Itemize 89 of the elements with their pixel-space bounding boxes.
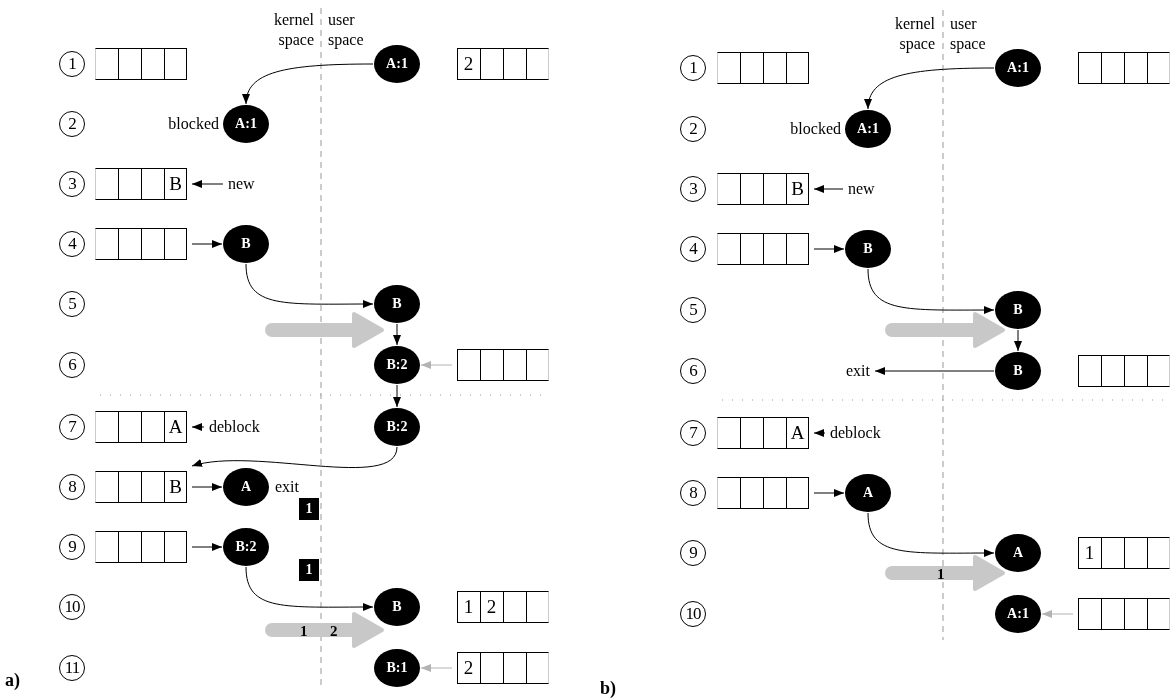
counter-marker: 1 xyxy=(299,498,319,520)
queue-entry: 1 xyxy=(1083,541,1096,565)
thread-ellipse: A:1 xyxy=(374,45,420,83)
region-label: kernel space xyxy=(894,14,935,54)
arrow xyxy=(393,323,401,346)
thread-ellipse: B xyxy=(845,230,891,268)
arrow xyxy=(245,566,374,612)
arrow xyxy=(191,423,205,431)
arrow-label: 1 xyxy=(937,565,945,584)
arrow xyxy=(191,543,223,551)
queue-box xyxy=(717,417,809,449)
arrow xyxy=(191,180,224,188)
queue-box xyxy=(95,531,187,563)
arrow-label: 1 xyxy=(300,622,308,641)
queue-box xyxy=(717,52,809,84)
queue-box xyxy=(717,173,809,205)
node-caption: blocked xyxy=(790,119,841,139)
arrow xyxy=(420,664,453,672)
thread-ellipse: A xyxy=(845,474,891,512)
queue-box xyxy=(95,48,187,80)
queue-box xyxy=(717,233,809,265)
thread-ellipse: B:1 xyxy=(374,649,420,687)
arrow xyxy=(865,67,995,110)
queue-box xyxy=(95,168,187,200)
counter-marker: 1 xyxy=(299,559,319,581)
queue-box xyxy=(457,652,549,684)
queue-box xyxy=(457,591,549,623)
thread-ellipse: A:1 xyxy=(995,49,1041,87)
queue-entry: B xyxy=(790,177,805,201)
thread-ellipse: A:1 xyxy=(223,105,269,143)
arrow xyxy=(813,185,844,193)
event-label: deblock xyxy=(209,417,260,437)
thread-ellipse: A:1 xyxy=(995,595,1041,633)
arrow xyxy=(813,429,826,437)
event-label: new xyxy=(848,179,875,199)
panel-label: b) xyxy=(600,678,616,698)
queue-box xyxy=(95,471,187,503)
queue-entry: 2 xyxy=(462,656,475,680)
queue-box xyxy=(1078,52,1170,84)
arrow xyxy=(191,240,223,248)
queue-box xyxy=(457,349,549,381)
arrow xyxy=(243,63,374,105)
thread-ellipse: B xyxy=(374,588,420,626)
arrow xyxy=(813,489,845,497)
queue-box xyxy=(95,228,187,260)
arrow xyxy=(874,367,995,375)
thread-ellipse: B xyxy=(223,225,269,263)
arrow xyxy=(1041,610,1074,618)
thread-ellipse: B:2 xyxy=(374,346,420,384)
arrow xyxy=(245,263,374,309)
arrow-label: 2 xyxy=(330,622,338,641)
region-label: user space xyxy=(950,14,987,54)
arrow xyxy=(191,446,398,468)
thread-ellipse: B xyxy=(374,285,420,323)
node-caption: exit xyxy=(275,477,299,497)
event-label: exit xyxy=(846,361,870,381)
event-label: new xyxy=(228,174,255,194)
event-label: deblock xyxy=(830,423,881,443)
region-label: user space xyxy=(328,10,365,50)
thread-ellipse: B:2 xyxy=(223,528,269,566)
queue-box xyxy=(1078,537,1170,569)
queue-entry: A xyxy=(789,421,806,445)
queue-entry: A xyxy=(167,415,184,439)
queue-entry: B xyxy=(168,475,183,499)
queue-entry: 2 xyxy=(462,52,475,76)
queue-box xyxy=(1078,355,1170,387)
node-caption: blocked xyxy=(168,114,219,134)
region-label: kernel space xyxy=(273,10,314,50)
queue-box xyxy=(95,411,187,443)
queue-box xyxy=(457,48,549,80)
arrow xyxy=(420,361,453,369)
thread-ellipse: B:2 xyxy=(374,408,420,446)
thread-ellipse: A xyxy=(995,534,1041,572)
arrow xyxy=(1014,329,1022,352)
queue-entry: 1 xyxy=(462,595,475,619)
arrow xyxy=(393,384,401,408)
panel-label: a) xyxy=(5,670,20,690)
arrow xyxy=(867,268,995,315)
queue-entry: 2 xyxy=(485,595,498,619)
thread-ellipse: A:1 xyxy=(845,110,891,148)
arrow xyxy=(191,483,223,491)
thread-ellipse: A xyxy=(223,468,269,506)
arrow xyxy=(813,245,845,253)
thread-ellipse: B xyxy=(995,352,1041,390)
thread-ellipse: B xyxy=(995,291,1041,329)
queue-box xyxy=(1078,598,1170,630)
arrow xyxy=(867,512,995,558)
queue-box xyxy=(717,477,809,509)
queue-entry: B xyxy=(168,172,183,196)
